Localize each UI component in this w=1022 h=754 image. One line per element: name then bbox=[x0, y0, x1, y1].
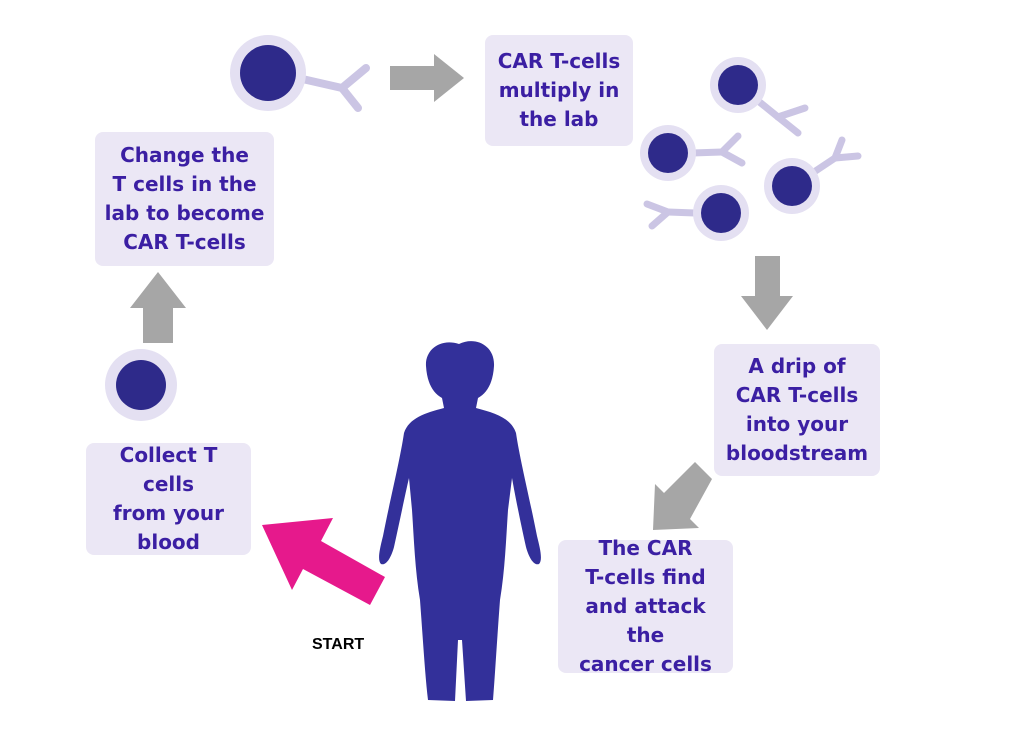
step-collect-line-1: Collect T cells bbox=[119, 443, 218, 496]
step-attack-line-1: The CAR bbox=[598, 536, 693, 560]
step-change-t-cells: Change the T cells in the lab to become … bbox=[95, 132, 274, 266]
arrow-down-left-icon bbox=[653, 462, 712, 530]
arrow-down-icon bbox=[741, 256, 793, 330]
step-change-line-2: T cells in the bbox=[112, 172, 257, 196]
step-change-line-1: Change the bbox=[120, 143, 249, 167]
start-arrow-icon bbox=[262, 518, 385, 605]
step-multiply-line-2: multiply in bbox=[498, 78, 620, 102]
car-t-cell-cluster bbox=[640, 57, 862, 241]
step-attack-line-4: cancer cells bbox=[579, 652, 712, 676]
t-cell-collected bbox=[105, 349, 177, 421]
car-t-cell-top-left bbox=[230, 35, 370, 112]
step-drip-line-3: into your bbox=[745, 412, 849, 436]
step-drip-infusion: A drip of CAR T-cells into your bloodstr… bbox=[714, 344, 880, 476]
arrow-up-icon bbox=[130, 272, 186, 343]
start-label: START bbox=[312, 636, 365, 653]
step-multiply-line-1: CAR T-cells bbox=[497, 49, 621, 73]
arrow-right-icon bbox=[390, 54, 464, 102]
step-drip-line-4: bloodstream bbox=[725, 441, 869, 465]
person-icon bbox=[379, 341, 541, 701]
step-multiply-line-3: the lab bbox=[519, 107, 599, 131]
step-multiply-in-lab: CAR T-cells multiply in the lab bbox=[485, 35, 633, 146]
step-change-line-3: lab to become bbox=[104, 201, 265, 225]
step-drip-line-2: CAR T-cells bbox=[735, 383, 859, 407]
step-change-line-4: CAR T-cells bbox=[123, 230, 246, 254]
step-drip-line-1: A drip of bbox=[748, 354, 846, 378]
step-collect-line-2: from your bbox=[113, 501, 224, 525]
step-collect-t-cells: Collect T cells from your blood bbox=[86, 443, 251, 555]
step-attack-cancer: The CAR T-cells find and attack the canc… bbox=[558, 536, 733, 676]
step-attack-line-2: T-cells find bbox=[585, 565, 706, 589]
step-collect-line-3: blood bbox=[137, 530, 200, 554]
step-attack-line-3: and attack the bbox=[585, 594, 706, 647]
